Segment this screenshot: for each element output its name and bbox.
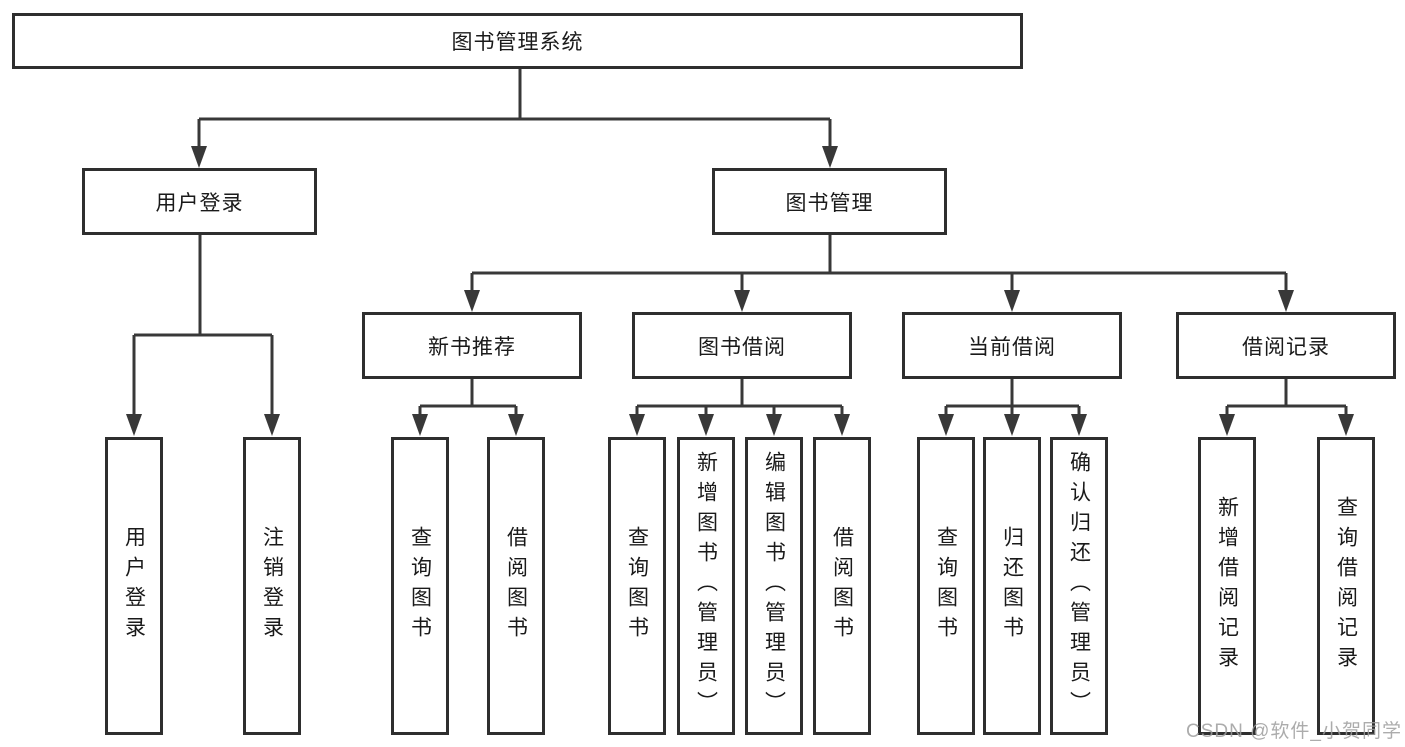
node-current-borrow: 当前借阅 (902, 312, 1122, 379)
node-user-login: 用户登录 (82, 168, 317, 235)
leaf-bb-edit-books-admin-label: 编辑图书（管理员） (762, 451, 786, 721)
leaf-bb-add-books-admin-label: 新增图书（管理员） (694, 451, 718, 721)
node-book-management: 图书管理 (712, 168, 947, 235)
connector-currentborrow-to-leaves (944, 379, 1081, 418)
leaf-br-add-record: 新增借阅记录 (1198, 437, 1256, 735)
leaf-cb-confirm-return-admin-label: 确认归还（管理员） (1067, 451, 1091, 721)
leaf-cb-return-books: 归还图书 (983, 437, 1041, 735)
connector-bookmgmt-to-level3 (470, 235, 1288, 294)
csdn-watermark: CSDN @软件_小贺同学 (1186, 721, 1402, 742)
leaf-cb-confirm-return-admin: 确认归还（管理员） (1050, 437, 1108, 735)
node-new-book-recommend: 新书推荐 (362, 312, 582, 379)
node-user-login-label: 用户登录 (155, 191, 244, 215)
leaf-cb-query-books: 查询图书 (917, 437, 975, 735)
leaf-bb-query-books-label: 查询图书 (625, 526, 649, 646)
leaf-bb-borrow-books-label: 借阅图书 (830, 526, 854, 646)
node-library-system: 图书管理系统 (12, 13, 1023, 69)
connector-newbook-to-leaves (418, 379, 518, 418)
leaf-bb-add-books-admin: 新增图书（管理员） (677, 437, 735, 735)
node-borrow-records-label: 借阅记录 (1242, 335, 1330, 359)
leaf-logout-label: 注销登录 (260, 526, 284, 646)
node-new-book-recommend-label: 新书推荐 (428, 335, 516, 359)
leaf-bb-query-books: 查询图书 (608, 437, 666, 735)
leaf-cb-query-books-label: 查询图书 (934, 526, 958, 646)
node-book-borrow-label: 图书借阅 (698, 335, 786, 359)
leaf-nb-borrow-books-label: 借阅图书 (504, 526, 528, 646)
node-book-borrow: 图书借阅 (632, 312, 852, 379)
connector-root-to-level2 (197, 69, 832, 150)
leaf-br-add-record-label: 新增借阅记录 (1215, 496, 1239, 676)
leaf-nb-borrow-books: 借阅图书 (487, 437, 545, 735)
leaf-cb-return-books-label: 归还图书 (1000, 526, 1024, 646)
node-borrow-records: 借阅记录 (1176, 312, 1396, 379)
leaf-nb-query-books: 查询图书 (391, 437, 449, 735)
leaf-user-login: 用户登录 (105, 437, 163, 735)
node-current-borrow-label: 当前借阅 (968, 335, 1056, 359)
leaf-nb-query-books-label: 查询图书 (408, 526, 432, 646)
leaf-br-query-record: 查询借阅记录 (1317, 437, 1375, 735)
leaf-bb-borrow-books: 借阅图书 (813, 437, 871, 735)
connector-userlogin-to-leaves (132, 235, 274, 418)
connector-borrowrecords-to-leaves (1225, 379, 1348, 418)
leaf-user-login-label: 用户登录 (122, 526, 146, 646)
connector-bookborrow-to-leaves (635, 379, 844, 418)
leaf-logout: 注销登录 (243, 437, 301, 735)
leaf-bb-edit-books-admin: 编辑图书（管理员） (745, 437, 803, 735)
node-library-system-label: 图书管理系统 (451, 31, 584, 54)
leaf-br-query-record-label: 查询借阅记录 (1334, 496, 1358, 676)
arrowheads (126, 146, 1354, 436)
node-book-management-label: 图书管理 (785, 191, 874, 215)
